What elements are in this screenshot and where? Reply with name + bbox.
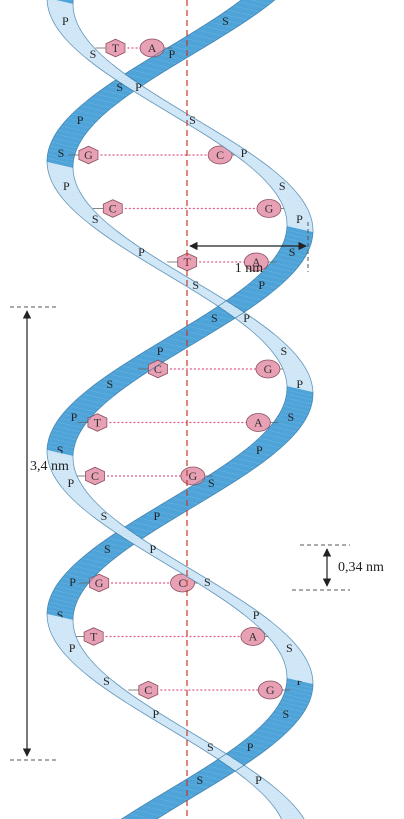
strand-letter: P [135,80,142,94]
pitch-label: 3,4 nm [30,459,69,474]
strand-letter: S [90,47,97,61]
strand-letter: P [256,443,263,457]
strand-letter: S [189,113,196,127]
base-pair: TA [77,414,278,432]
strand-letter: P [296,377,303,391]
strand-letter: P [77,113,84,127]
strand-letter: P [241,146,248,160]
strand-letter: S [106,377,113,391]
strand-letter: P [153,707,160,721]
base-letter: G [189,469,198,483]
strand-letter: P [62,14,69,28]
strand-letter: S [289,245,296,259]
strand-letter: P [157,344,164,358]
base-pair: CG [75,467,213,485]
base-letter: G [265,202,274,216]
base-pair: TA [74,628,273,646]
strand-letter: S [103,674,110,688]
base-pair: CG [138,360,288,378]
strand-letter: P [149,542,156,556]
strand-letter: P [168,47,175,61]
strand-letter: S [279,179,286,193]
base-letter: T [112,41,120,55]
base-letter: C [178,576,186,590]
base-letter: G [84,148,93,162]
base-letter: T [94,416,102,430]
strand-letter: P [138,245,145,259]
strand-letter: S [283,707,290,721]
strand-letter: P [243,311,250,325]
base-letter: G [264,362,273,376]
strand-letter: P [67,476,74,490]
base-letter: C [154,362,162,376]
strand-letter: P [253,608,260,622]
base-letter: A [249,630,258,644]
base-pair: GC [68,146,240,164]
base-pairs: TAGCCGTACGTACGGCTACG [68,39,290,699]
base-letter: A [254,416,263,430]
strand-letter: P [63,179,70,193]
strand-letter: S [281,344,288,358]
pitch-marker: 3,4 nm [10,307,69,760]
base-letter: C [91,469,99,483]
base-letter: G [266,683,275,697]
strand-letter: S [58,146,65,160]
strand-letter: S [92,212,99,226]
strand-letter: S [204,575,211,589]
strand-letter: S [208,476,215,490]
base-letter: A [148,41,157,55]
rise-label: 0,34 nm [338,560,384,575]
base-letter: C [216,148,224,162]
strand-letter: P [258,278,265,292]
strand-letter: P [296,212,303,226]
strand-letter: P [69,575,76,589]
strand-letter: S [192,278,199,292]
strand-letter: S [104,542,111,556]
rise-marker: 0,34 nm [292,545,384,590]
width-label: 1 nm [235,261,264,276]
strand-letter: S [101,509,108,523]
base-letter: T [90,630,98,644]
base-letter: C [109,202,117,216]
strand-letter: S [196,773,203,787]
strand-letter: S [222,14,229,28]
base-letter: G [95,576,104,590]
base-letter: C [144,683,152,697]
strand-letter: S [286,641,293,655]
strand-letter: P [154,509,161,523]
strand-letter: S [288,410,295,424]
strand-letter: S [211,311,218,325]
base-pair: GC [79,574,202,592]
strand-letter: P [255,773,262,787]
strand-letter: P [69,641,76,655]
strand-letter: P [71,410,78,424]
strand-letter: P [247,740,254,754]
strand-letter: S [207,740,214,754]
